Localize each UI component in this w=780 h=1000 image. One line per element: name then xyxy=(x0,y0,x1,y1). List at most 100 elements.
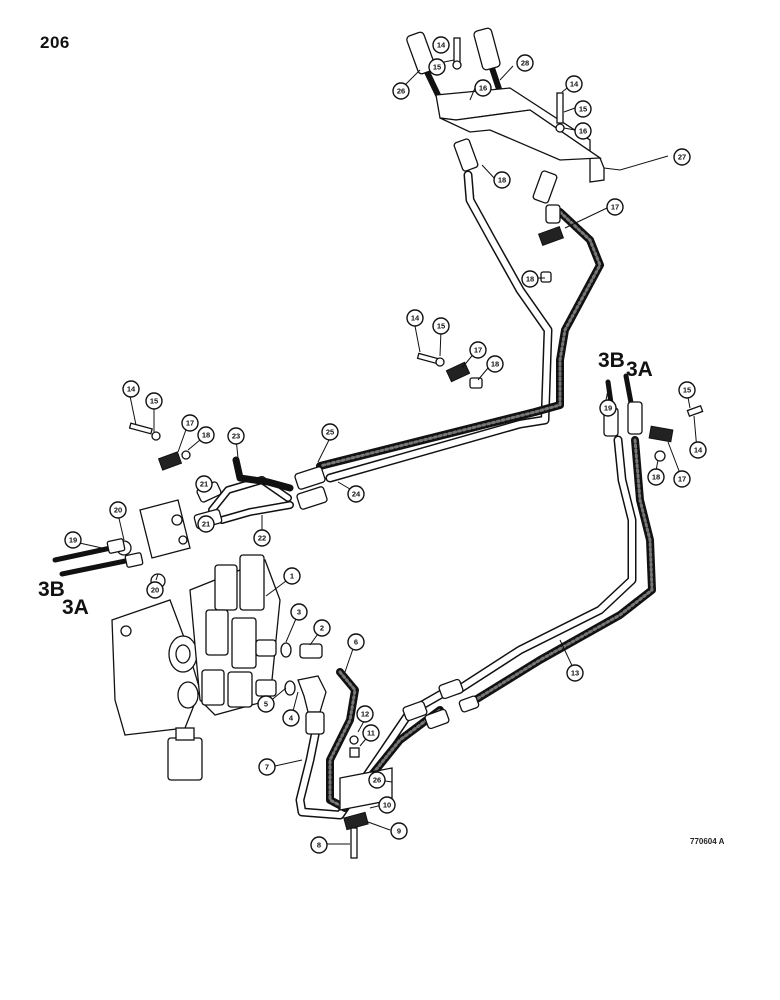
callout: 17 xyxy=(469,341,487,359)
svg-text:10: 10 xyxy=(383,801,391,810)
callout: 23 xyxy=(227,427,245,445)
svg-text:23: 23 xyxy=(232,432,240,441)
svg-text:21: 21 xyxy=(200,480,208,489)
callout: 18 xyxy=(493,171,511,189)
callout: 24 xyxy=(347,485,365,503)
svg-text:19: 19 xyxy=(604,404,612,413)
svg-text:15: 15 xyxy=(683,386,691,395)
line-label-3a-left: 3A xyxy=(62,596,89,619)
svg-text:2: 2 xyxy=(320,624,324,633)
svg-text:28: 28 xyxy=(521,59,529,68)
callout: 17 xyxy=(181,414,199,432)
callout: 15 xyxy=(432,317,450,335)
svg-text:6: 6 xyxy=(354,638,358,647)
svg-text:26: 26 xyxy=(397,87,405,96)
clamps xyxy=(128,271,552,730)
svg-text:13: 13 xyxy=(571,669,579,678)
right-fittings xyxy=(603,401,704,462)
svg-text:9: 9 xyxy=(397,827,401,836)
callout: 14 xyxy=(432,36,450,54)
svg-text:22: 22 xyxy=(258,534,266,543)
callout: 5 xyxy=(257,695,275,713)
callout: 6 xyxy=(347,633,365,651)
svg-text:12: 12 xyxy=(361,710,369,719)
svg-text:25: 25 xyxy=(326,428,334,437)
svg-text:18: 18 xyxy=(202,431,210,440)
svg-text:18: 18 xyxy=(491,360,499,369)
callout: 8 xyxy=(310,836,328,854)
line-label-3b-left: 3B xyxy=(38,578,65,601)
callout: 18 xyxy=(197,426,215,444)
svg-text:4: 4 xyxy=(289,714,294,723)
svg-text:5: 5 xyxy=(264,700,268,709)
callout: 22 xyxy=(253,529,271,547)
svg-text:8: 8 xyxy=(317,841,321,850)
callout: 15 xyxy=(574,100,592,118)
svg-text:21: 21 xyxy=(202,520,210,529)
callout: 12 xyxy=(356,705,374,723)
callout: 15 xyxy=(145,392,163,410)
manifold-block xyxy=(106,481,223,589)
svg-text:16: 16 xyxy=(479,84,487,93)
control-valve xyxy=(111,554,327,781)
svg-text:14: 14 xyxy=(570,80,579,89)
svg-text:11: 11 xyxy=(367,729,375,738)
svg-text:19: 19 xyxy=(69,536,77,545)
line-labels: 3B 3A 3B 3A xyxy=(38,349,653,619)
svg-text:15: 15 xyxy=(433,63,441,72)
line-label-3b-right: 3B xyxy=(598,349,625,372)
svg-text:18: 18 xyxy=(498,176,506,185)
callout: 17 xyxy=(673,470,691,488)
callout: 11 xyxy=(362,724,380,742)
callout: 14 xyxy=(689,441,707,459)
callout: 7 xyxy=(258,758,276,776)
svg-text:18: 18 xyxy=(652,473,660,482)
callout: 2 xyxy=(313,619,331,637)
callout: 13 xyxy=(566,664,584,682)
svg-text:15: 15 xyxy=(437,322,445,331)
callout: 16 xyxy=(574,122,592,140)
svg-text:3: 3 xyxy=(297,608,301,617)
callout: 21 xyxy=(195,475,213,493)
callout: 14 xyxy=(122,380,140,398)
callout: 28 xyxy=(516,54,534,72)
svg-text:14: 14 xyxy=(411,314,420,323)
svg-text:20: 20 xyxy=(114,506,122,515)
callout: 3 xyxy=(290,603,308,621)
svg-text:24: 24 xyxy=(352,490,361,499)
svg-text:16: 16 xyxy=(579,127,587,136)
line-label-3a-right: 3A xyxy=(626,358,653,381)
callout: 25 xyxy=(321,423,339,441)
callout: 20 xyxy=(109,501,127,519)
callout: 14 xyxy=(406,309,424,327)
callout: 18 xyxy=(521,270,539,288)
svg-text:17: 17 xyxy=(186,419,194,428)
svg-text:14: 14 xyxy=(694,446,703,455)
callout: 15 xyxy=(428,58,446,76)
top-bracket-assembly xyxy=(406,27,605,247)
callout: 18 xyxy=(486,355,504,373)
leader-lines xyxy=(74,59,698,845)
callout: 14 xyxy=(565,75,583,93)
callout: 4 xyxy=(282,709,300,727)
callout: 9 xyxy=(390,822,408,840)
callout: 16 xyxy=(474,79,492,97)
svg-text:20: 20 xyxy=(151,586,159,595)
callout: 10 xyxy=(378,796,396,814)
callouts: 1 2 3 4 5 6 7 8 9 10 11 12 13 14 15 16 1… xyxy=(64,36,707,854)
callout: 27 xyxy=(673,148,691,166)
callout: 1 xyxy=(283,567,301,585)
callout: 19 xyxy=(64,531,82,549)
callout: 19 xyxy=(599,399,617,417)
svg-text:27: 27 xyxy=(678,153,686,162)
svg-text:14: 14 xyxy=(437,41,446,50)
svg-text:26: 26 xyxy=(373,776,381,785)
svg-text:18: 18 xyxy=(526,275,534,284)
callout: 26 xyxy=(368,771,386,789)
callout: 18 xyxy=(647,468,665,486)
svg-text:1: 1 xyxy=(290,572,294,581)
svg-text:7: 7 xyxy=(265,763,269,772)
svg-text:17: 17 xyxy=(611,203,619,212)
tube-lines xyxy=(208,170,637,820)
